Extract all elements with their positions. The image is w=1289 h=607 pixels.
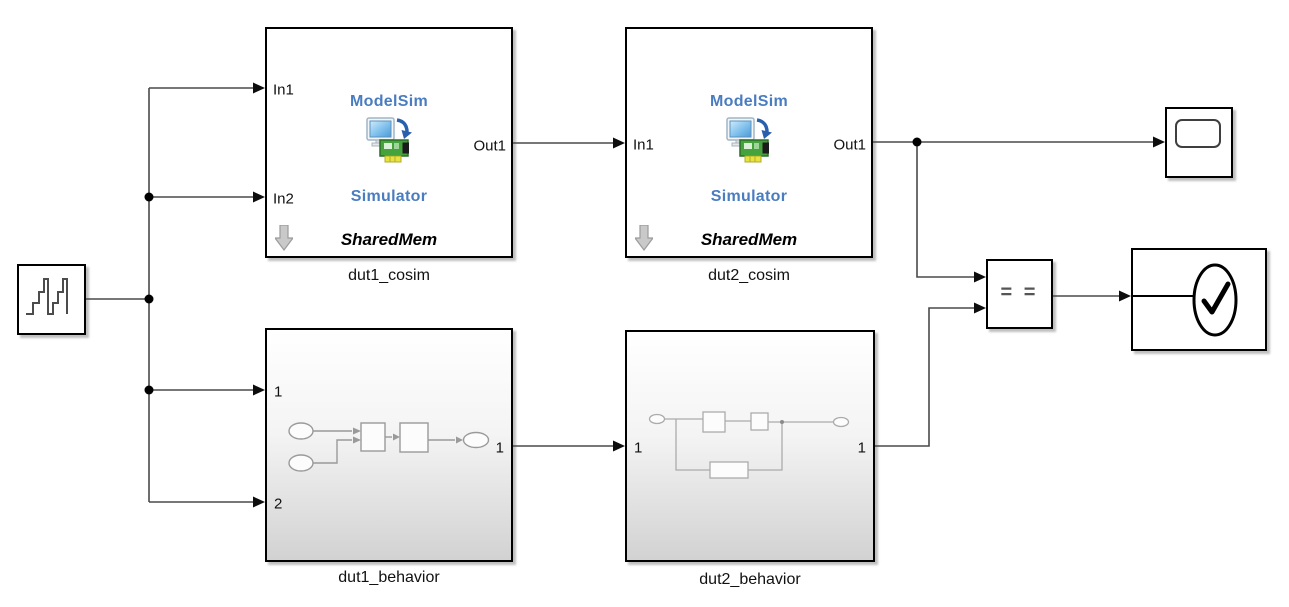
simulator-logo-text: Simulator (710, 188, 788, 205)
assertion-block[interactable] (1131, 248, 1267, 351)
port-label-1: 1 (634, 439, 643, 457)
port-label-out1: 1 (495, 439, 504, 457)
dut2-behavior-block[interactable]: 1 1 (625, 330, 875, 562)
dut1-cosim-label[interactable]: dut1_cosim (348, 267, 430, 284)
simulator-logo-text: Simulator (350, 188, 428, 205)
port-label-in1: In1 (633, 136, 654, 154)
dut1-cosim-block[interactable]: In1 In2 Out1 ModelSim Simulator SharedMe… (265, 27, 513, 258)
modelsim-icon (366, 117, 412, 169)
modelsim-logo-text: ModelSim (710, 93, 788, 110)
sharedmem-tag: SharedMem (700, 230, 798, 249)
sharedmem-tag: SharedMem (340, 230, 438, 249)
port-label-out1: Out1 (473, 137, 506, 155)
signal-source-block[interactable] (17, 264, 86, 335)
modelsim-logo-text: ModelSim (350, 93, 428, 110)
port-label-2: 2 (274, 495, 283, 513)
equals-operator-text: = = (1000, 281, 1039, 304)
dut1-behavior-label[interactable]: dut1_behavior (338, 569, 440, 586)
wire-branch-to-equals-in1 (916, 142, 975, 278)
port-label-in1: In1 (273, 81, 294, 99)
modelsim-icon (726, 117, 772, 169)
stair-waveform-icon (26, 278, 68, 315)
port-label-in2: In2 (273, 190, 294, 208)
dut2-cosim-label[interactable]: dut2_cosim (708, 267, 790, 284)
port-label-out1: 1 (857, 439, 866, 457)
dut2-behavior-label[interactable]: dut2_behavior (699, 571, 801, 588)
dut2-cosim-block[interactable]: In1 Out1 ModelSim Simulator SharedMem (625, 27, 873, 258)
port-label-1: 1 (274, 383, 283, 401)
scope-block[interactable] (1165, 107, 1233, 178)
relational-operator-block[interactable]: = = (986, 259, 1053, 329)
port-label-out1: Out1 (833, 136, 866, 154)
scope-screen-icon (1175, 119, 1221, 148)
dut1-behavior-block[interactable]: 1 2 1 (265, 328, 513, 562)
wire-behavior2-to-equals-in2 (875, 307, 975, 447)
